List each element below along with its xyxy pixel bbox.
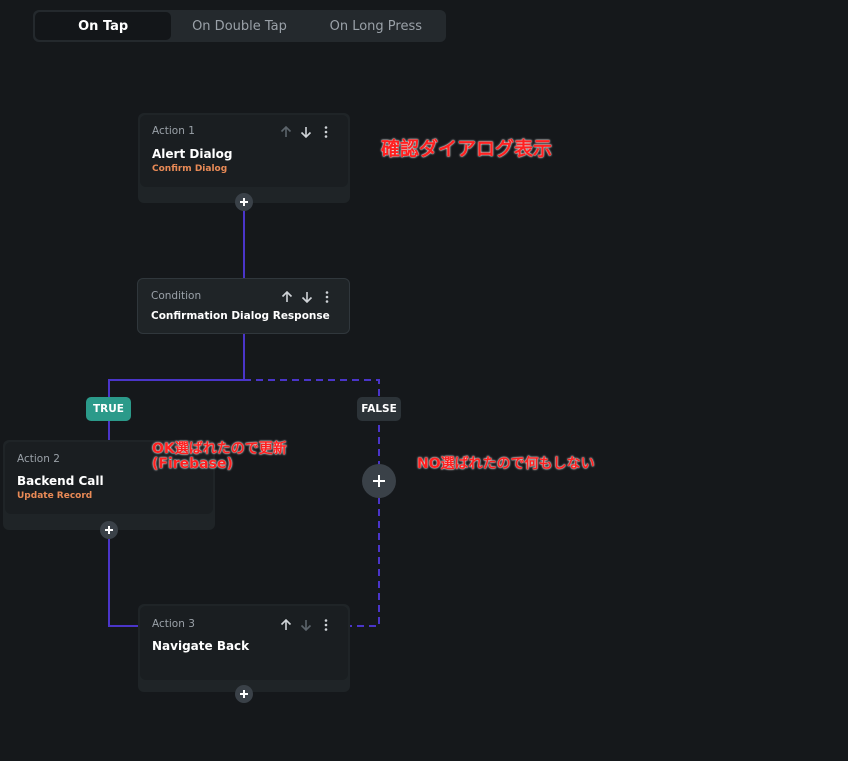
tab-on-long-press[interactable]: On Long Press	[329, 18, 423, 34]
arrow-up-icon[interactable]	[278, 617, 294, 633]
arrow-up-icon[interactable]	[279, 289, 295, 305]
action-label: Action 3	[152, 618, 195, 630]
add-action-button[interactable]	[235, 685, 253, 703]
arrow-down-icon[interactable]	[298, 124, 314, 140]
arrow-down-icon[interactable]	[299, 289, 315, 305]
more-vertical-icon[interactable]	[318, 124, 334, 140]
arrow-up-icon[interactable]	[278, 124, 294, 140]
annotation-ok-selected-line1: OK選ばれたので更新	[152, 441, 287, 457]
add-action-button[interactable]	[235, 193, 253, 211]
arrow-down-icon[interactable]	[298, 617, 314, 633]
action-title: Backend Call	[17, 474, 104, 488]
true-branch-badge: TRUE	[86, 397, 131, 421]
action-card-1[interactable]: Action 1 Alert Dialog Confirm Dialog	[138, 113, 350, 203]
condition-label: Condition	[151, 290, 202, 302]
action-title: Alert Dialog	[152, 147, 233, 161]
plus-icon	[105, 526, 113, 534]
add-action-button[interactable]	[100, 521, 118, 539]
annotation-no-selected: NO選ばれたので何もしない	[417, 456, 595, 472]
action-label: Action 1	[152, 125, 195, 137]
plus-icon	[240, 690, 248, 698]
connector-true-branch	[108, 334, 245, 440]
action-label: Action 2	[17, 453, 60, 465]
plus-icon	[240, 198, 248, 206]
annotation-confirm-dialog: 確認ダイアログ表示	[381, 138, 553, 160]
condition-title: Confirmation Dialog Response	[151, 310, 330, 322]
add-false-action-button[interactable]	[362, 464, 396, 498]
tab-on-double-tap[interactable]: On Double Tap	[192, 18, 287, 34]
action-title: Navigate Back	[152, 639, 250, 653]
trigger-tabs: On Tap On Double Tap On Long Press	[33, 10, 446, 42]
connector-action2-action3	[108, 538, 138, 627]
connector-false-branch	[244, 379, 380, 627]
tab-on-tap[interactable]: On Tap	[35, 12, 172, 40]
condition-card[interactable]: Condition Confirmation Dialog Response	[137, 278, 350, 334]
more-vertical-icon[interactable]	[318, 617, 334, 633]
action-card-3[interactable]: Action 3 Navigate Back	[138, 604, 350, 692]
action-subtitle: Update Record	[17, 491, 93, 501]
action-card-2[interactable]: Action 2 Backend Call Update Record	[3, 440, 215, 530]
plus-icon	[373, 475, 385, 487]
annotation-ok-selected-line2: (Firebase)	[152, 456, 233, 472]
more-vertical-icon[interactable]	[319, 289, 335, 305]
false-branch-badge: FALSE	[357, 397, 401, 421]
action-subtitle: Confirm Dialog	[152, 164, 228, 174]
